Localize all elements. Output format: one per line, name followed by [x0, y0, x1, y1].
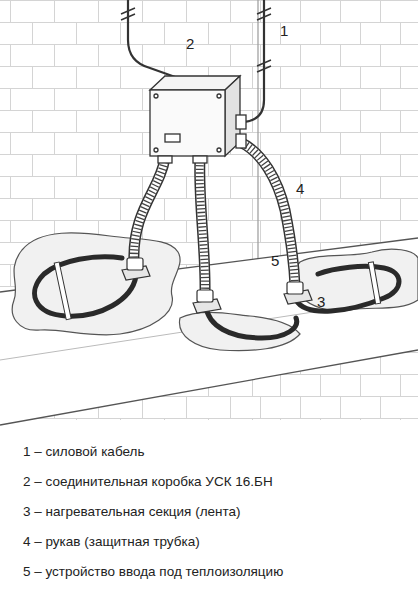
- heating-tape: [35, 257, 399, 338]
- callout-number: 2: [186, 35, 194, 53]
- tape-strap: [54, 262, 380, 320]
- insulation-cutout: [293, 249, 418, 311]
- legend-text: 3 – нагревательная секция (лента): [23, 504, 241, 520]
- break-mark: [121, 8, 271, 72]
- legend-text: 2 – соединительная коробка УСК 16.БН: [23, 474, 273, 490]
- callout-number: 4: [296, 180, 304, 198]
- callout-number: 1: [280, 22, 288, 40]
- junction-box: [150, 76, 246, 163]
- pipe-edge: [0, 350, 418, 425]
- legend-text: 1 – силовой кабель: [23, 444, 144, 460]
- entry-fitting: [122, 258, 312, 313]
- conduit: [134, 142, 295, 294]
- callout-number: 3: [317, 293, 325, 311]
- legend-text: 4 – рукав (защитная трубка): [23, 534, 200, 550]
- legend-text: 5 – устройство ввода под теплоизоляцию: [23, 564, 283, 580]
- callout-number: 5: [271, 252, 279, 270]
- insulation-cutout: [179, 312, 300, 350]
- insulation-cutout: [12, 233, 180, 335]
- wall-corner: [257, 0, 258, 260]
